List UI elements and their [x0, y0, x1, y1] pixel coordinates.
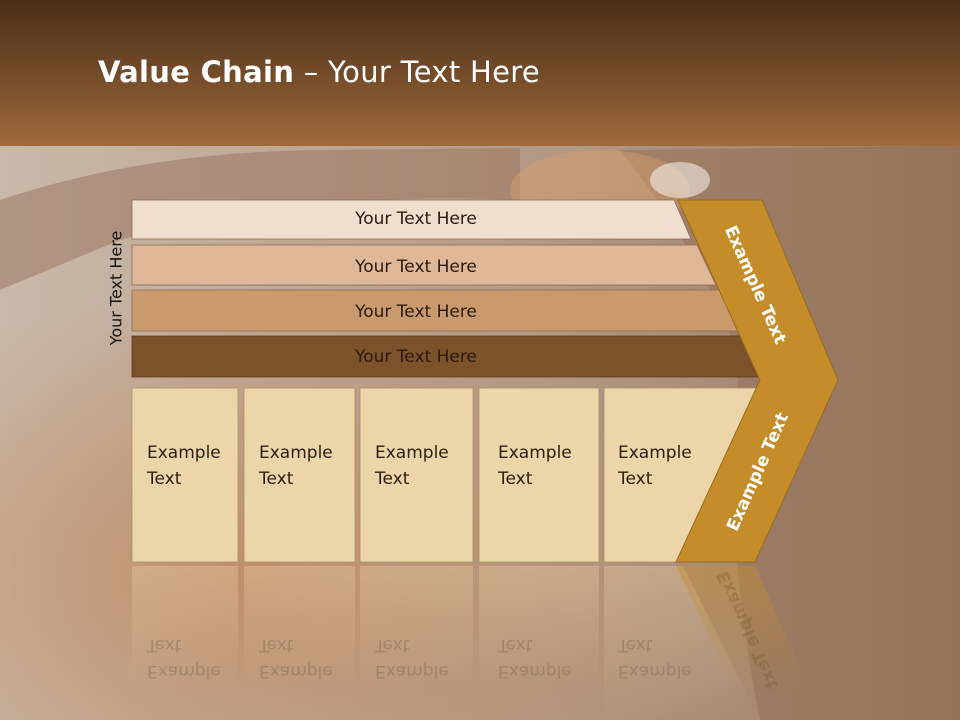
bar-4-label: Your Text Here	[355, 347, 477, 367]
bar-3-label: Your Text Here	[355, 302, 477, 322]
box-1	[131, 387, 239, 563]
box-2	[243, 387, 356, 563]
bar-2-label: Your Text Here	[355, 257, 477, 277]
bar-2	[131, 244, 717, 286]
header-band	[0, 0, 960, 146]
chevron-arrow	[675, 199, 839, 563]
box-3	[359, 387, 474, 563]
box-4	[478, 387, 600, 563]
bar-1	[131, 199, 692, 240]
bar-1-label: Your Text Here	[355, 209, 477, 229]
slide-title: Value Chain – Your Text Here	[98, 55, 540, 89]
